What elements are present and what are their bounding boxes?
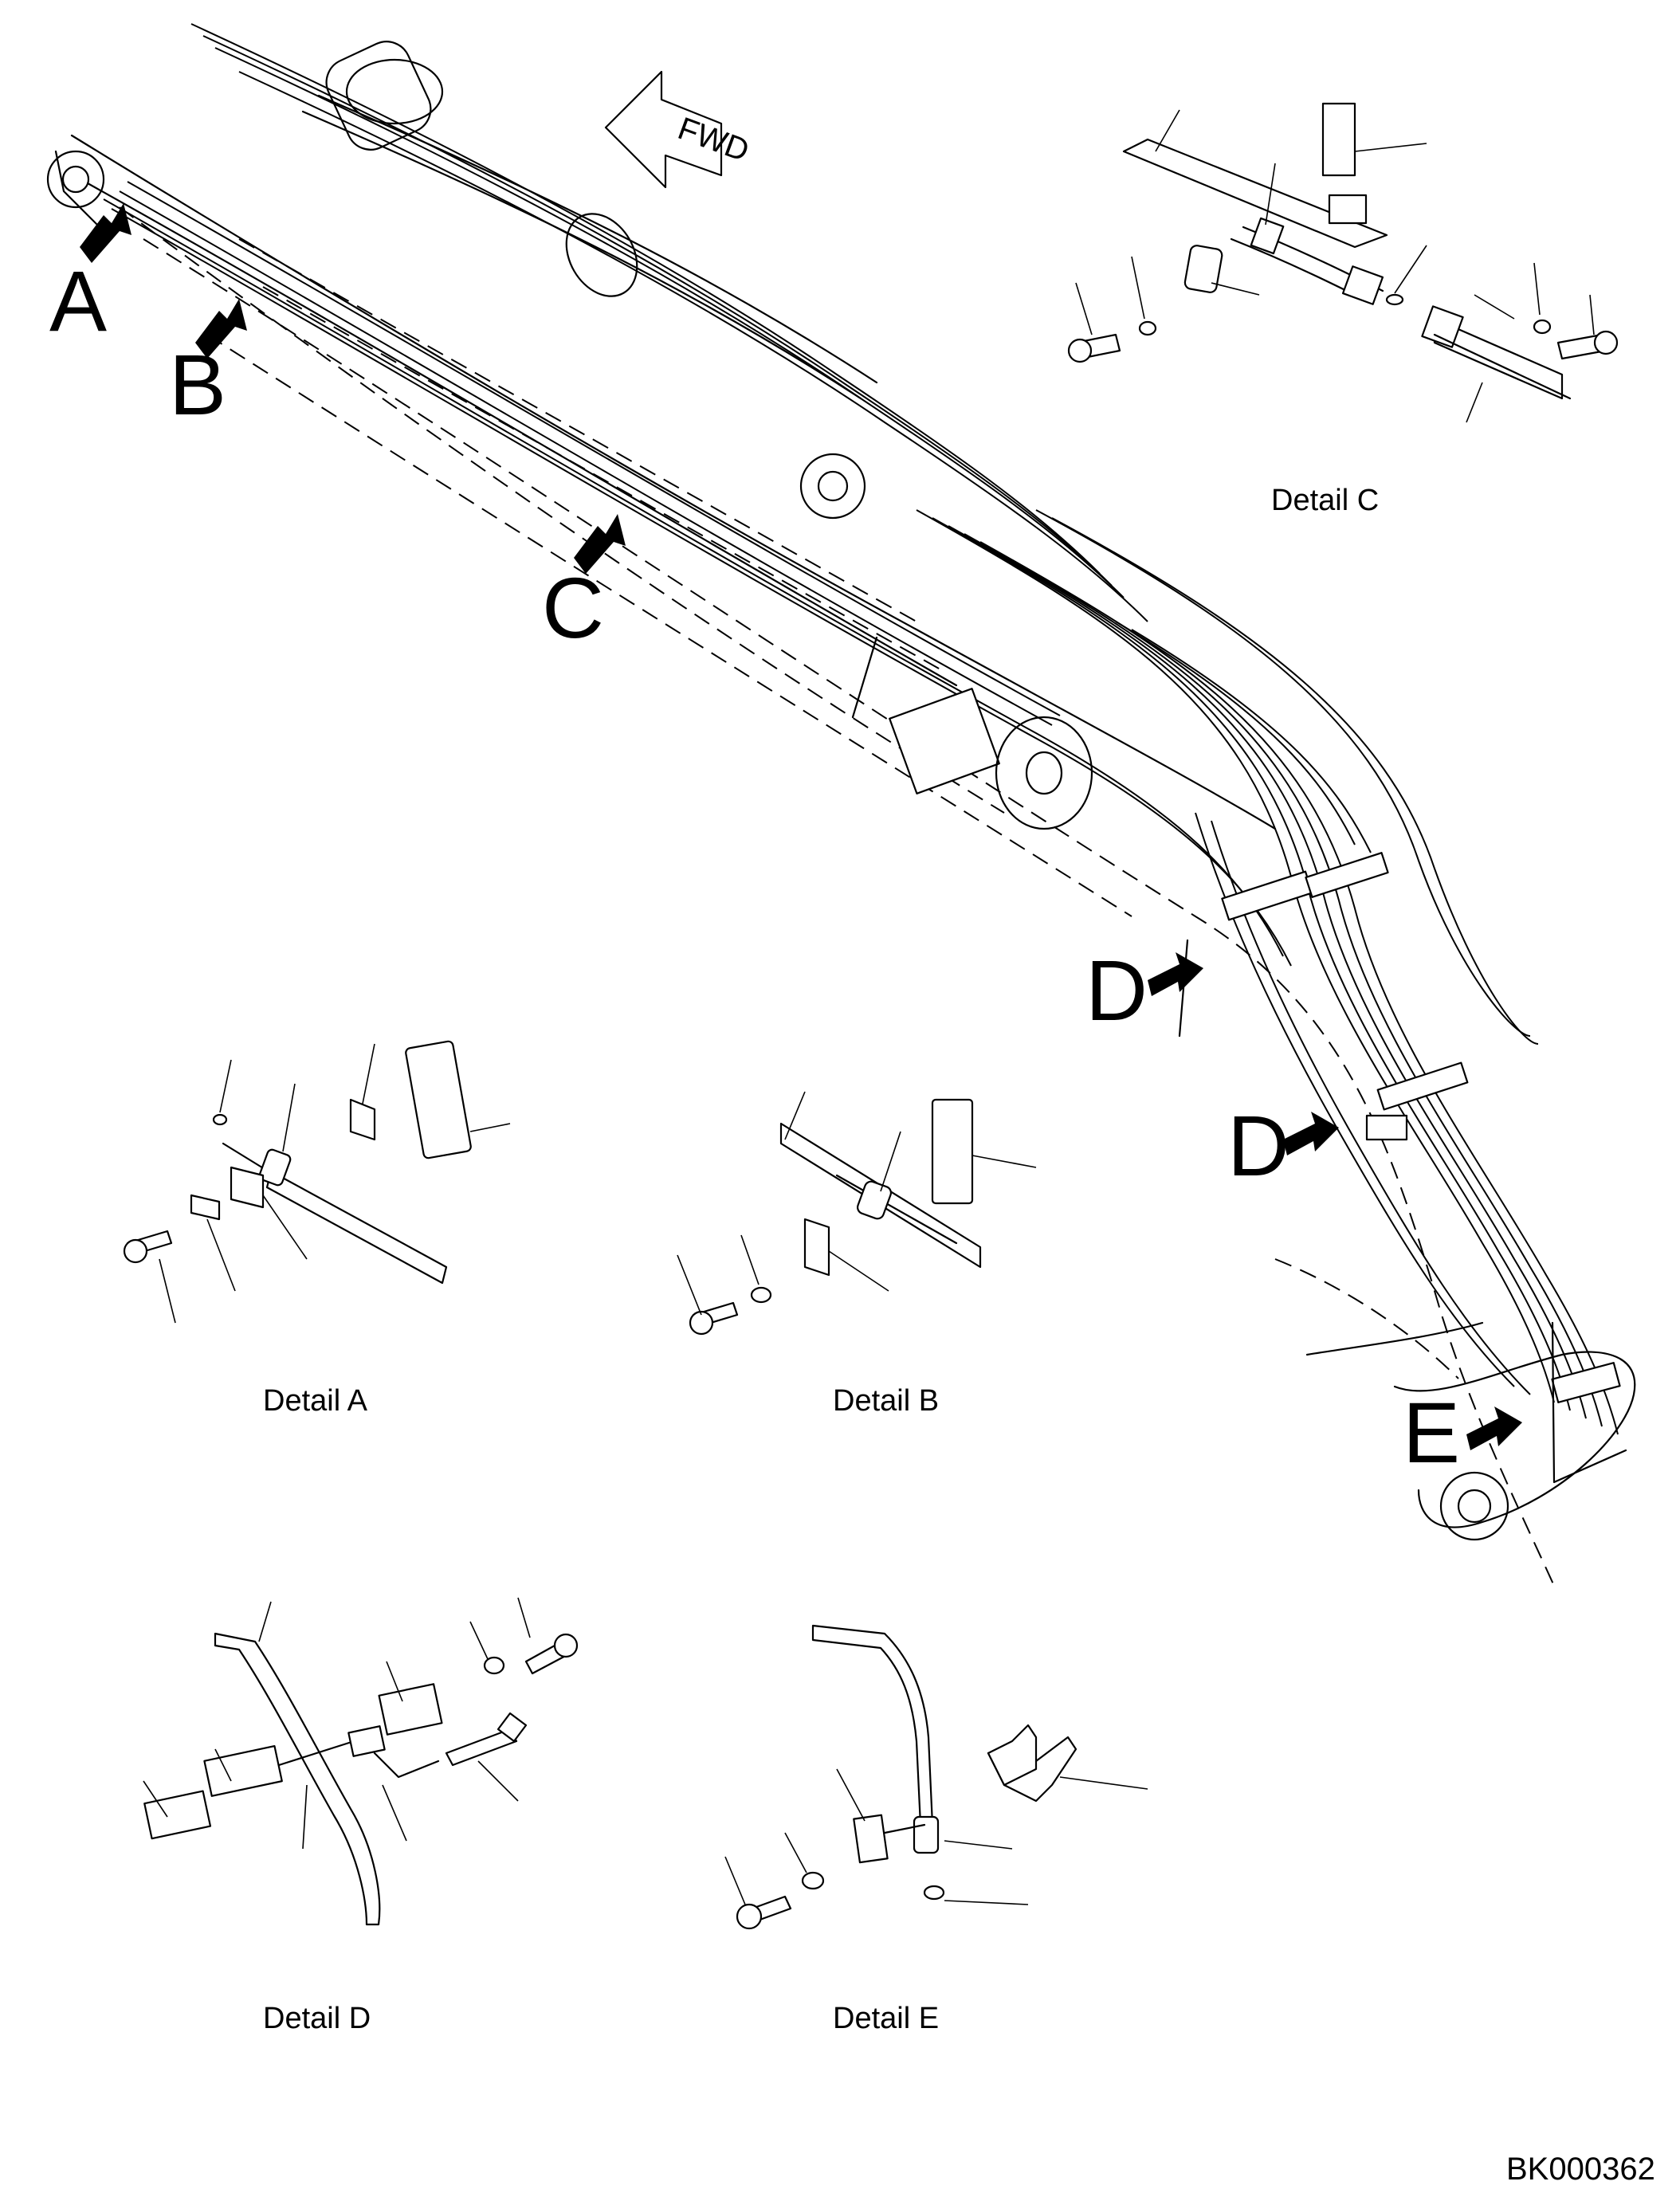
callout-letter-e: E [1403, 1384, 1460, 1481]
caption-detail-e: Detail E [833, 2002, 939, 2035]
boom-assembly [46, 23, 1636, 1587]
callout-arrow-c [574, 514, 626, 574]
detail-a-drawing [123, 1040, 511, 1324]
callout-letter-d1: D [1085, 942, 1148, 1038]
drawing-code: BK000362 [1506, 2152, 1655, 2187]
caption-detail-c: Detail C [1271, 484, 1379, 517]
callout-letter-a: A [49, 253, 107, 349]
detail-b-drawing [677, 1091, 1037, 1336]
callout-arrow-d1 [1148, 952, 1203, 996]
callout-letter-d2: D [1227, 1097, 1289, 1194]
callout-arrow-b [195, 299, 247, 359]
detail-d-drawing [143, 1597, 579, 1926]
callout-letter-b: B [169, 336, 226, 433]
caption-detail-d: Detail D [263, 2002, 371, 2035]
callout-arrow-a [80, 203, 131, 263]
caption-detail-a: Detail A [263, 1384, 368, 1418]
detail-c-drawing [1067, 102, 1619, 423]
callout-arrow-d2 [1283, 1112, 1339, 1155]
fwd-direction-arrow: FWD [604, 70, 754, 189]
caption-detail-b: Detail B [833, 1384, 939, 1418]
callout-arrow-e [1466, 1406, 1522, 1450]
callout-letter-c: C [542, 559, 604, 656]
detail-e-drawing [724, 1624, 1148, 1930]
